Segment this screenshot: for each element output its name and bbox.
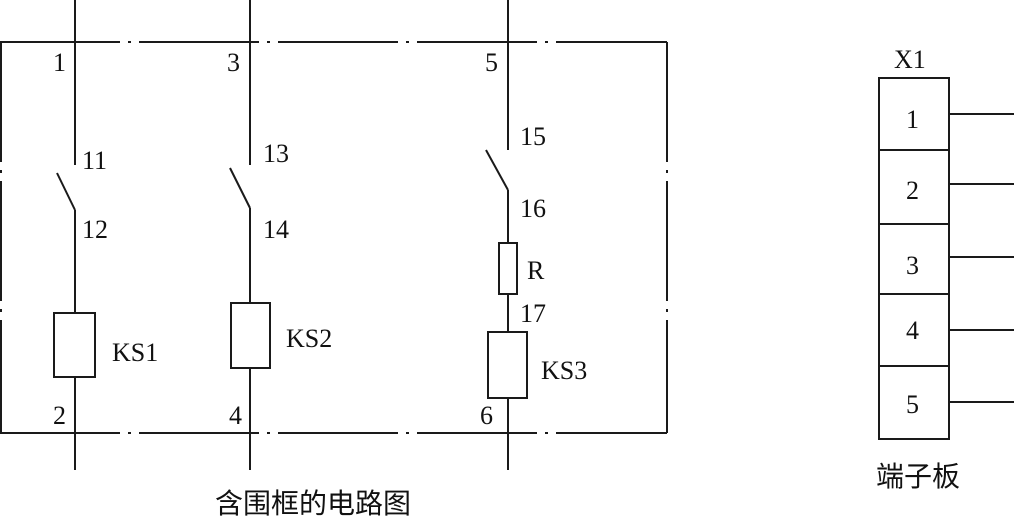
node-label-6: 6 — [480, 401, 493, 430]
contact-11-12 — [56, 172, 76, 211]
terminal-label-1: 1 — [906, 105, 919, 134]
coil-label-ks2: KS2 — [286, 324, 332, 353]
contact-label-14: 14 — [263, 215, 289, 244]
branch-middle: 3 13 14 KS2 4 — [227, 0, 332, 470]
terminal-block-caption: 端子板 — [876, 460, 960, 493]
coil-ks1 — [53, 312, 96, 378]
terminal-block-title: X1 — [894, 45, 926, 74]
branch-left: 1 11 12 KS1 2 — [53, 0, 158, 470]
node-label-1: 1 — [53, 48, 66, 77]
contact-13-14 — [229, 167, 251, 209]
node-label-17: 17 — [520, 299, 546, 328]
node-label-4: 4 — [229, 401, 242, 430]
terminal-label-2: 2 — [906, 176, 919, 205]
coil-ks2 — [230, 302, 271, 369]
circuit-caption: 含围框的电路图 — [215, 487, 411, 520]
node-label-3: 3 — [227, 48, 240, 77]
coil-label-ks1: KS1 — [112, 338, 158, 367]
coil-ks3 — [487, 331, 528, 399]
node-label-2: 2 — [53, 401, 66, 430]
contact-15-16 — [485, 149, 509, 191]
terminal-label-3: 3 — [906, 251, 919, 280]
terminal-label-5: 5 — [906, 390, 919, 419]
branch-right: 5 15 16 R 17 KS3 6 — [480, 0, 587, 470]
resistor-label-r: R — [527, 256, 545, 285]
terminal-cell-5 — [878, 365, 950, 440]
terminal-block: X1 1 2 3 4 5 端子板 — [876, 45, 1014, 493]
coil-label-ks3: KS3 — [541, 356, 587, 385]
terminal-label-4: 4 — [906, 316, 919, 345]
contact-label-11: 11 — [82, 146, 107, 175]
contact-label-16: 16 — [520, 194, 546, 223]
node-label-5: 5 — [485, 48, 498, 77]
contact-label-12: 12 — [82, 215, 108, 244]
enclosure-frame — [0, 41, 668, 434]
contact-label-15: 15 — [520, 122, 546, 151]
contact-label-13: 13 — [263, 139, 289, 168]
resistor-r — [498, 242, 518, 295]
